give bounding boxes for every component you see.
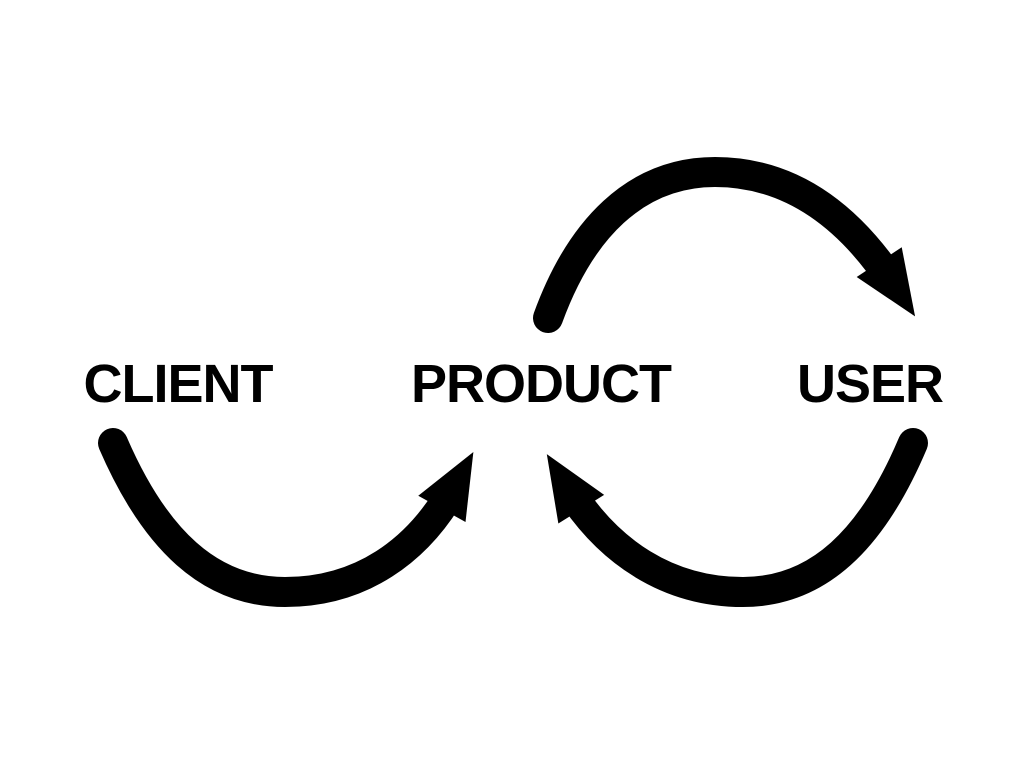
node-label-user: USER xyxy=(797,354,943,414)
arrow-client-to-product xyxy=(98,428,474,608)
arrow-product-to-user xyxy=(533,156,916,333)
node-label-product: PRODUCT xyxy=(411,354,672,414)
node-label-client: CLIENT xyxy=(84,354,274,414)
arrow-user-to-product xyxy=(546,428,928,608)
